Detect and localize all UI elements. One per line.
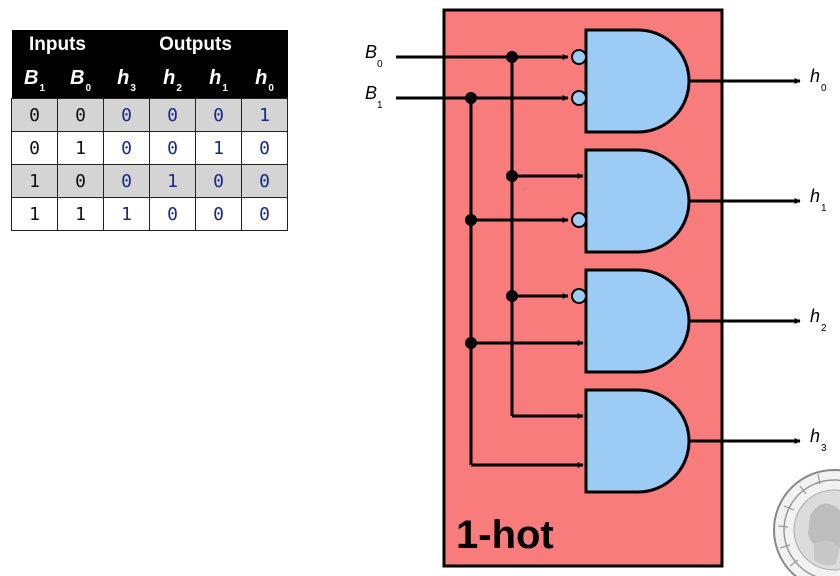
table-cell: 0 xyxy=(195,197,242,231)
and-gate-h1 xyxy=(584,148,691,254)
table-cell: 0 xyxy=(195,98,242,132)
column-sub: 1 xyxy=(222,82,228,94)
column-header-h2: h2 xyxy=(149,60,196,99)
table-cell: 1 xyxy=(11,164,58,198)
table-variable-header-row: B1 B0 h3 h2 h1 h0 xyxy=(11,60,288,99)
column-sub: 3 xyxy=(130,82,136,94)
university-seal-logo xyxy=(773,469,840,576)
column-sub: 1 xyxy=(39,82,45,94)
output-label-h3-sub: 3 xyxy=(821,443,827,454)
table-cell: 0 xyxy=(241,197,288,231)
table-group-header-row: Inputs Outputs xyxy=(11,30,288,60)
table-cell: 0 xyxy=(149,197,196,231)
table-cell: 0 xyxy=(57,164,104,198)
column-sub: 0 xyxy=(85,82,91,94)
column-sub: 0 xyxy=(268,82,274,94)
output-label-h0-sub: 0 xyxy=(821,83,827,94)
table-cell: 0 xyxy=(11,98,58,132)
column-var: B xyxy=(23,66,39,89)
block-title: 1-hot xyxy=(456,513,554,557)
and-gate-h3 xyxy=(584,388,691,494)
table-row: 0 1 0 0 1 0 xyxy=(11,131,288,165)
table-cell: 0 xyxy=(11,131,58,165)
gate-input-branches xyxy=(471,173,584,468)
column-var: h xyxy=(117,66,130,89)
input-b1-wire xyxy=(396,95,569,465)
table-cell: 0 xyxy=(241,164,288,198)
output-label-h1-sub: 1 xyxy=(821,203,827,214)
output-label-h2: h xyxy=(810,306,820,326)
input-label-b0: B xyxy=(365,42,377,62)
table-row: 0 0 0 0 0 1 xyxy=(11,98,288,132)
outputs-header: Outputs xyxy=(103,30,288,60)
and-gate-h0 xyxy=(584,28,691,134)
column-var: h xyxy=(209,66,222,89)
column-header-h1: h1 xyxy=(195,60,242,99)
column-var: h xyxy=(255,66,268,89)
input-label-b0-sub: 0 xyxy=(377,59,383,70)
column-sub: 2 xyxy=(176,82,182,94)
table-cell: 1 xyxy=(241,98,288,132)
truth-table: Inputs Outputs B1 B0 h3 h2 h1 h0 0 0 0 0… xyxy=(11,30,288,231)
inversion-bubbles xyxy=(571,49,587,304)
input-label-b1: B xyxy=(365,83,377,103)
output-label-h0: h xyxy=(810,66,820,86)
column-header-b1: B1 xyxy=(11,60,58,99)
table-cell: 0 xyxy=(149,131,196,165)
table-cell: 0 xyxy=(149,98,196,132)
table-row: 1 1 1 0 0 0 xyxy=(11,197,288,231)
output-wires xyxy=(689,78,801,444)
output-label-h3: h xyxy=(810,426,820,446)
table-row: 1 0 0 1 0 0 xyxy=(11,164,288,198)
output-label-h1: h xyxy=(810,186,820,206)
inputs-header: Inputs xyxy=(11,30,104,60)
table-cell: 0 xyxy=(103,98,150,132)
input-b0-wire xyxy=(396,54,569,416)
junction-dots xyxy=(465,51,518,349)
output-label-h2-sub: 2 xyxy=(821,323,827,334)
column-header-h3: h3 xyxy=(103,60,150,99)
column-var: B xyxy=(69,66,85,89)
table-cell: 1 xyxy=(149,164,196,198)
column-header-b0: B0 xyxy=(57,60,104,99)
column-header-h0: h0 xyxy=(241,60,288,99)
column-var: h xyxy=(163,66,176,89)
input-label-b1-sub: 1 xyxy=(377,100,383,111)
and-gate-h2 xyxy=(584,268,691,374)
